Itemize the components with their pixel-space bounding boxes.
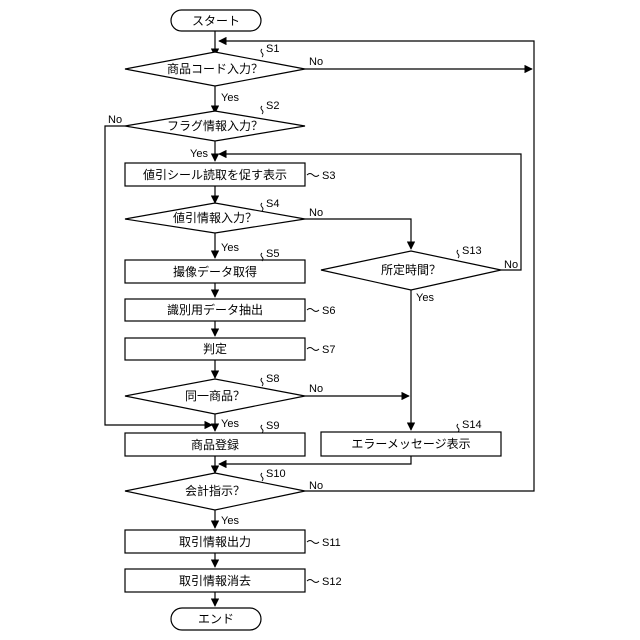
s2-no-label: No: [108, 114, 122, 126]
squiggle-s1: [261, 49, 263, 57]
s1-no-label: No: [309, 56, 323, 68]
step-s3: S3: [322, 170, 335, 182]
s10-yes-label: Yes: [221, 515, 239, 527]
s1-yes-label: Yes: [221, 92, 239, 104]
s6-label: 識別用データ抽出: [167, 302, 263, 317]
edge-s14-s10: [219, 456, 411, 464]
s2-yes-label: Yes: [190, 148, 208, 160]
step-s7: S7: [322, 344, 335, 356]
s4-label: 値引情報入力？: [173, 210, 257, 225]
s4-yes-label: Yes: [221, 242, 239, 254]
step-s5: S5: [266, 248, 279, 260]
s10-label: 会計指示？: [185, 483, 245, 498]
s11-label: 取引情報出力: [179, 535, 251, 549]
squiggle-s4: [261, 203, 263, 211]
s13-no-label: No: [504, 259, 518, 271]
s13-label: 所定時間？: [381, 262, 441, 277]
step-s10: S10: [266, 468, 286, 480]
s3-label: 値引シール読取を促す表示: [143, 167, 287, 182]
s10-no-label: No: [309, 480, 323, 492]
s1-label: 商品コード入力？: [167, 61, 263, 76]
start-label: スタート: [192, 14, 240, 28]
squiggle-s12: [307, 580, 319, 583]
squiggle-s9: [261, 425, 263, 433]
step-s2: S2: [266, 100, 279, 112]
squiggle-s13: [457, 250, 459, 258]
end-label: エンド: [198, 612, 234, 626]
squiggle-s2: [261, 106, 263, 114]
step-s1: S1: [266, 43, 279, 55]
squiggle-s10: [261, 473, 263, 481]
squiggle-s3: [307, 174, 319, 177]
s13-yes-label: Yes: [416, 292, 434, 304]
s2-label: フラグ情報入力？: [167, 119, 263, 133]
squiggle-s8: [261, 378, 263, 386]
s8-no-label: No: [309, 383, 323, 395]
s7-label: 判定: [203, 341, 227, 356]
squiggle-s11: [307, 541, 319, 544]
s8-label: 同一商品？: [185, 388, 245, 403]
s5-label: 撮像データ取得: [173, 264, 257, 279]
step-s8: S8: [266, 373, 279, 385]
s14-label: エラーメッセージ表示: [351, 437, 470, 451]
edge-s4-no: [305, 219, 411, 249]
s12-label: 取引情報消去: [179, 574, 251, 588]
squiggle-s14: [457, 424, 459, 432]
step-s13: S13: [462, 245, 482, 257]
squiggle-s7: [307, 348, 319, 351]
step-s6: S6: [322, 305, 335, 317]
step-s11: S11: [322, 537, 341, 549]
s8-yes-label: Yes: [221, 418, 239, 430]
step-s4: S4: [266, 198, 279, 210]
step-s14: S14: [462, 419, 482, 431]
step-s12: S12: [322, 576, 342, 588]
s4-no-label: No: [309, 207, 323, 219]
s9-label: 商品登録: [191, 437, 239, 452]
step-s9: S9: [266, 420, 279, 432]
squiggle-s6: [307, 309, 319, 312]
